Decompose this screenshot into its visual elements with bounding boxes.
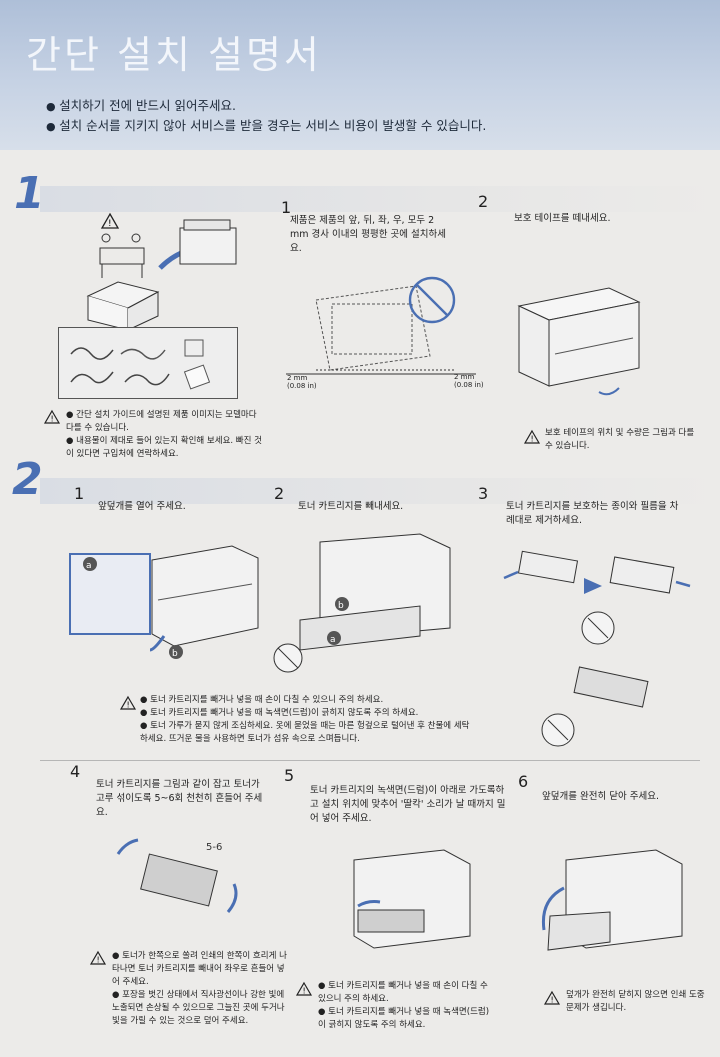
shake-toner-illustration: 5-6 xyxy=(116,838,238,913)
accessories-icon xyxy=(70,339,211,390)
warning-icon: ! xyxy=(119,695,137,710)
step-text: 토너 카트리지의 녹색면(드럼)이 아래로 가도록하고 설치 위치에 맞추어 '… xyxy=(310,785,506,824)
section-number: 1 xyxy=(14,168,45,219)
remove-toner-illustration: b a xyxy=(273,533,451,673)
open-cover-illustration: a b xyxy=(69,545,259,659)
note-item: ● 토너가 한쪽으로 쏠려 인쇄의 한쪽이 흐리게 나타나면 토너 카트리지를 … xyxy=(112,951,287,987)
warning-icon: ! xyxy=(295,981,313,996)
warning-icon: ! xyxy=(43,409,61,424)
intro-bullets: 설치하기 전에 반드시 읽어주세요. 설치 순서를 지키지 않아 서비스를 받을… xyxy=(46,96,486,136)
svg-text:!: ! xyxy=(531,435,534,444)
divider xyxy=(40,760,700,761)
page-title: 간단 설치 설명서 xyxy=(26,33,322,77)
step-number: 3 xyxy=(478,484,489,503)
mm-label-left: 2 mm (0.08 in) xyxy=(287,374,317,390)
step-note: 보호 테이프의 위치 및 수량은 그림과 다를 수 있습니다. xyxy=(545,428,695,451)
note-item: ● 토너 카트리지를 빼거나 넣을 때 손이 다칠 수 있으니 주의 하세요. xyxy=(140,695,384,705)
svg-text:b: b xyxy=(338,601,344,611)
step-number: 4 xyxy=(70,762,81,781)
insert-toner-illustration xyxy=(353,849,471,949)
close-cover-illustration xyxy=(541,849,683,951)
step-text: 앞덮개를 완전히 닫아 주세요. xyxy=(542,791,659,802)
header-banner: 간단 설치 설명서 설치하기 전에 반드시 읽어주세요. 설치 순서를 지키지 … xyxy=(0,0,720,150)
note-item: ● 포장을 벗긴 상태에서 직사광선이나 강한 빛에 노출되면 손상될 수 있으… xyxy=(112,990,285,1026)
svg-text:!: ! xyxy=(51,415,54,424)
svg-text:!: ! xyxy=(108,219,112,229)
shake-count-label: 5-6 xyxy=(206,842,222,853)
svg-text:!: ! xyxy=(551,996,554,1005)
step-number: 1 xyxy=(74,484,85,503)
level-surface-illustration xyxy=(286,276,476,375)
svg-text:a: a xyxy=(86,561,92,571)
intro-bullet: 설치하기 전에 반드시 읽어주세요. xyxy=(46,96,486,116)
step-text: 앞덮개를 열어 주세요. xyxy=(98,501,186,512)
section-band xyxy=(40,478,720,504)
remove-packing-illustration xyxy=(503,550,691,747)
step-number: 2 xyxy=(274,484,285,503)
mm-label-right: 2 mm (0.08 in) xyxy=(454,373,484,389)
note-item: ● 토너 카트리지를 빼거나 넣을 때 녹색면(드럼)이 긁히지 않도록 주의 … xyxy=(140,708,419,718)
intro-bullet: 설치 순서를 지키지 않아 서비스를 받을 경우는 서비스 비용이 발생할 수 … xyxy=(46,116,486,136)
step5-notes: ● 토너 카트리지를 빼거나 넣을 때 손이 다칠 수 있으니 주의 하세요. … xyxy=(318,980,494,1032)
step-number: 2 xyxy=(478,192,489,211)
svg-text:!: ! xyxy=(127,701,130,710)
step-number: 6 xyxy=(518,772,529,791)
step-note: 덮개가 완전히 닫히지 않으면 인쇄 도중 문제가 생깁니다. xyxy=(566,990,705,1013)
step-number: 5 xyxy=(284,766,295,785)
svg-text:!: ! xyxy=(303,987,306,996)
contents-box xyxy=(58,327,238,399)
svg-text:!: ! xyxy=(97,956,100,965)
note-item: ● 간단 설치 가이드에 설명된 제품 이미지는 모델마다 다를 수 있습니다. xyxy=(66,410,257,433)
svg-text:a: a xyxy=(330,635,336,645)
printer-illustration xyxy=(517,287,641,396)
step-text: 토너 카트리지를 보호하는 종이와 필름을 차례대로 제거하세요. xyxy=(506,501,679,526)
step-text: 토너 카트리지를 그림과 같이 잡고 토너가 고루 섞이도록 5~6회 천천히 … xyxy=(96,779,263,818)
step-text: 토너 카트리지를 빼내세요. xyxy=(298,501,404,512)
step-number: 1 xyxy=(281,198,292,217)
step4-notes: ● 토너가 한쪽으로 쏠려 인쇄의 한쪽이 흐리게 나타나면 토너 카트리지를 … xyxy=(112,950,292,1028)
section1-notes: ● 간단 설치 가이드에 설명된 제품 이미지는 모델마다 다를 수 있습니다.… xyxy=(66,409,266,461)
unpack-illustration: ! xyxy=(86,212,237,331)
warning-icon: ! xyxy=(523,429,541,444)
warning-icon: ! xyxy=(543,990,561,1005)
step-text: 보호 테이프를 떼내세요. xyxy=(514,213,611,224)
section-number: 2 xyxy=(12,454,43,505)
step-text: 제품은 제품의 앞, 뒤, 좌, 우, 모두 2 mm 경사 이내의 평평한 곳… xyxy=(290,215,446,254)
note-item: ● 토너 가루가 묻지 않게 조심하세요. 옷에 묻었을 때는 마른 헝겊으로 … xyxy=(140,721,470,744)
section-band xyxy=(40,186,720,212)
warning-icon: ! xyxy=(89,950,107,965)
note-item: ● 토너 카트리지를 빼거나 넣을 때 녹색면(드럼)이 긁히지 않도록 주의 … xyxy=(318,1007,490,1030)
svg-text:b: b xyxy=(172,649,178,659)
note-item: ● 토너 카트리지를 빼거나 넣을 때 손이 다칠 수 있으니 주의 하세요. xyxy=(318,981,488,1004)
section2-notes: ● 토너 카트리지를 빼거나 넣을 때 손이 다칠 수 있으니 주의 하세요. … xyxy=(140,694,470,746)
note-item: ● 내용물이 제대로 들어 있는지 확인해 보세요. 빠진 것이 있다면 구입처… xyxy=(66,436,262,459)
